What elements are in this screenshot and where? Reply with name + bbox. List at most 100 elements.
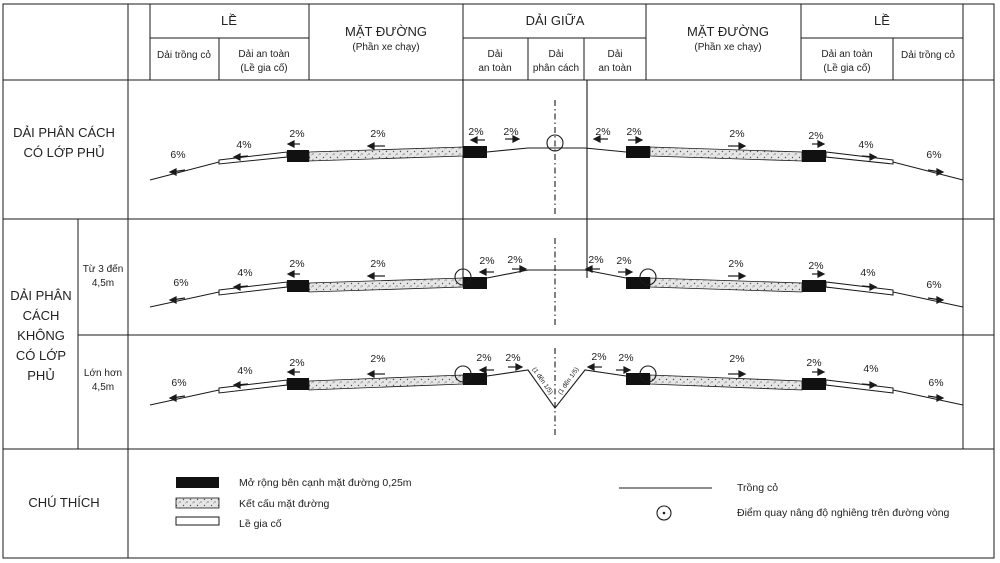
slope-arrow-icon [168,394,186,402]
legend-title: CHÚ THÍCH [28,495,99,510]
header-labels: LỀ Dải trồng cỏ Dải an toàn (Lề gia cố) … [157,13,955,74]
slope-arrow-icon [584,265,600,273]
row2-label-line3: KHÔNG [17,328,65,343]
shoulder-strip [218,379,288,394]
legend-grass-label: Trồng cỏ [737,482,778,494]
header-dai-an-toan-mid-right-1: Dải [607,49,622,60]
slope-arrow-icon [728,370,747,378]
slope-arrow-icon [586,363,602,371]
header-dai-trong-co-right: Dải trồng cỏ [901,49,955,61]
slope-arrow-icon [366,272,385,280]
legend-pivot-label: Điểm quay nâng độ nghiêng trên đường vòn… [737,507,950,519]
widen-block [626,146,650,158]
header-le-gia-co-left: (Lề gia cố) [240,62,287,74]
legend-shoulder-swatch [175,516,220,526]
pivot-point-icon [639,365,657,383]
slope-label: 2% [588,254,603,266]
legend-pavement-swatch [175,497,220,509]
slope-arrow-icon [812,368,826,376]
slope-arrow-icon [469,136,485,144]
slope-label: 2% [289,258,304,270]
shoulder-strip [825,151,894,165]
slope-arrow-icon [508,363,524,371]
slope-label: 6% [170,149,185,161]
slope-arrow-icon [286,368,300,376]
slope-label: 6% [171,377,186,389]
slope-label: 2% [505,352,520,364]
header-phan-xe-chay-left: (Phần xe chạy) [352,41,419,53]
row2-label-line2: CÁCH [23,308,60,323]
slope-arrow-icon [628,136,644,144]
header-dai-trong-co-left: Dải trồng cỏ [157,49,211,61]
shoulder-strip [218,151,288,165]
row1-label-line2: CÓ LỚP PHỦ [24,145,105,160]
slope-arrow-icon [618,268,634,276]
slope-label: 2% [468,126,483,138]
slope-label: 2% [729,353,744,365]
header-le-left: LỀ [221,13,237,28]
slope-arrow-icon [286,140,300,148]
slope-label: 2% [729,128,744,140]
row2-label-line5: PHỦ [27,368,54,383]
slope-arrow-icon [927,168,945,176]
row2a-label-line2: 4,5m [92,278,114,289]
legend-pivot-dot-icon [662,511,666,515]
header-mat-duong-left: MẶT ĐƯỜNG [345,24,427,39]
slope-arrow-icon [505,135,521,143]
slope-arrow-icon [232,153,249,161]
slope-label: 4% [237,365,252,377]
header-dai-phan-cach-1: Dải [548,49,563,60]
table-grid [2,3,995,559]
slope-label: 4% [863,363,878,375]
slope-label: 2% [808,260,823,272]
header-dai-giua: DẢI GIỮA [526,13,585,28]
header-dai-an-toan-right: Dải an toàn [821,49,872,60]
header-mat-duong-right: MẶT ĐƯỜNG [687,24,769,39]
row2-label-line4: CÓ LỚP [16,348,66,363]
legend: Mở rộng bên cạnh mặt đường 0,25m Kết cấu… [175,477,950,530]
slope-arrow-icon [728,272,747,280]
slope-label: 2% [503,126,518,138]
slope-label: 2% [370,258,385,270]
widen-block [463,277,487,289]
widen-block [626,277,650,289]
slope-label: 2% [618,352,633,364]
row1-label-line1: DẢI PHÂN CÁCH [13,125,115,140]
shoulder-strip [825,379,894,394]
slope-label: 6% [926,149,941,161]
widen-block [463,373,487,385]
section-row-3: (1 đến 1/5) (1 đến 1/5) [149,348,964,435]
slope-label: 2% [507,254,522,266]
slope-arrow-icon [861,153,878,161]
pavement-block [649,374,803,391]
slope-arrow-icon [478,366,494,374]
slope-arrow-icon [728,142,747,150]
section-row-1 [149,80,964,219]
row-labels: DẢI PHÂN CÁCH CÓ LỚP PHỦ DẢI PHÂN CÁCH K… [10,125,123,510]
slope-arrow-icon [366,370,385,378]
slope-label: 2% [370,128,385,140]
widen-block [626,373,650,385]
slope-label: 2% [595,126,610,138]
shoulder-strip [218,281,288,296]
slope-label: 2% [370,353,385,365]
slope-label: 4% [237,267,252,279]
row2a-label-line1: Từ 3 đến [83,263,124,275]
header-dai-an-toan-mid-left-2: an toàn [478,63,511,74]
header-le-right: LỀ [874,13,890,28]
slope-label: 4% [236,139,251,151]
slope-label: 6% [926,279,941,291]
pavement-block [308,277,464,293]
shoulder-strip [825,281,894,296]
pavement-block [308,146,464,162]
widen-block [287,280,309,292]
widen-block [802,280,826,292]
slope-arrow-icon [592,135,608,143]
header-dai-an-toan-mid-left-1: Dải [487,49,502,60]
legend-widen-label: Mở rộng bên cạnh mặt đường 0,25m [239,477,412,489]
row2-label-line1: DẢI PHÂN [10,288,71,303]
widen-block [287,378,309,390]
slope-arrow-icon [168,296,186,304]
pivot-point-icon [546,134,564,152]
